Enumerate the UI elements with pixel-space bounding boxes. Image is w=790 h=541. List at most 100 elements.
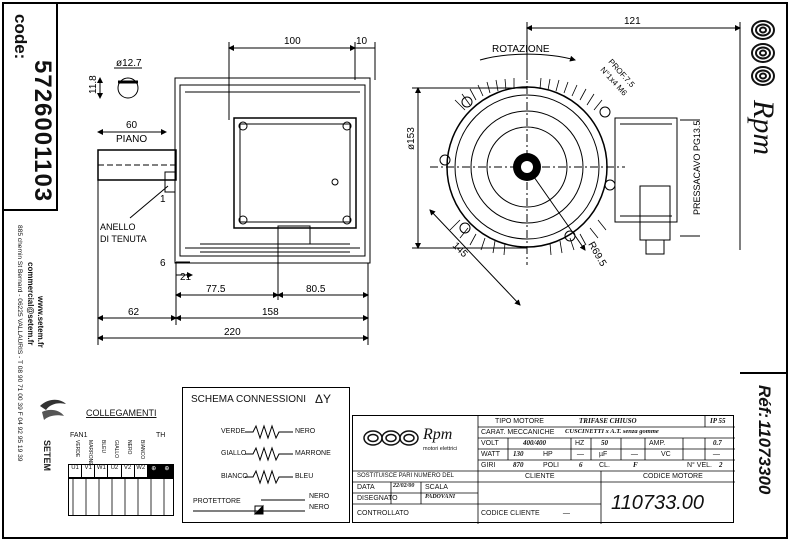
wire-marrone: MARRONE bbox=[87, 440, 93, 466]
giri-label: GIRI bbox=[481, 462, 496, 469]
schema-right-2: MARRONE bbox=[295, 450, 331, 457]
volt-value: 400/400 bbox=[523, 439, 546, 447]
terminal-th1: ⊕ bbox=[147, 465, 161, 477]
poli-label: POLI bbox=[543, 462, 559, 469]
carat-value: CUSCINETTI x A.T. senza gomme bbox=[565, 428, 659, 435]
controllato-label: CONTROLLATO bbox=[357, 510, 409, 517]
cl-value: F bbox=[633, 461, 638, 469]
tipo-motore-label: TIPO MOTORE bbox=[495, 418, 544, 425]
data-label: DATA bbox=[357, 484, 375, 491]
dim-145: 145 bbox=[450, 240, 470, 260]
schema-connessioni: SCHEMA CONNESSIONI ΔY VERDE GIALLO BIANC… bbox=[182, 387, 350, 523]
dim-10: 10 bbox=[356, 36, 368, 47]
scala-label: SCALA bbox=[425, 484, 448, 491]
dim-220: 220 bbox=[224, 327, 241, 338]
wire-nero: NERO bbox=[126, 440, 132, 455]
terminal-block bbox=[68, 478, 174, 516]
title-block: Rpm motori elettrici TIPO MOTORE TRIFASE… bbox=[352, 415, 735, 524]
volt-label: VOLT bbox=[481, 440, 499, 447]
cliente-label: CLIENTE bbox=[525, 473, 555, 480]
uf-value: — bbox=[631, 450, 638, 458]
label-anello-2: DI TENUTA bbox=[100, 234, 147, 244]
dim-6: 6 bbox=[160, 258, 166, 269]
data-value: 22/02/00 bbox=[393, 483, 415, 489]
schema-title: SCHEMA CONNESSIONI bbox=[191, 394, 307, 405]
terminal-th2: ⊕ bbox=[160, 465, 173, 477]
terminal-w2: W2 bbox=[135, 465, 148, 477]
dim-r69-5: R69.5 bbox=[585, 240, 608, 269]
prot-wire-1: NERO bbox=[309, 493, 330, 500]
title-block-grid bbox=[353, 416, 735, 524]
code-box bbox=[4, 4, 58, 211]
label-rotazione: ROTAZIONE bbox=[492, 44, 550, 55]
schema-left-3: BIANCO bbox=[221, 473, 248, 480]
dim-piano: PIANO bbox=[116, 134, 147, 145]
hp-label: HP bbox=[543, 451, 553, 458]
schema-left-1: VERDE bbox=[221, 428, 246, 435]
tb-brand: Rpm bbox=[423, 426, 453, 443]
dim-100: 100 bbox=[284, 36, 301, 47]
dim-11-8: 11.8 bbox=[88, 75, 99, 94]
hp-value: — bbox=[577, 450, 584, 458]
terminal-v2: V2 bbox=[122, 465, 135, 477]
codice-cliente-label: CODICE CLIENTE bbox=[481, 510, 540, 517]
label-pressacavo: PRESSACAVO PG13.5 bbox=[692, 121, 702, 215]
poli-value: 6 bbox=[579, 461, 583, 469]
codice-motore-label: CODICE MOTORE bbox=[643, 473, 703, 480]
tipo-motore-value: TRIFASE CHIUSO bbox=[579, 417, 637, 425]
collegamenti-panel: COLLEGAMENTI FAN1 TH U1 V1 W1 U2 V2 W2 ⊕… bbox=[66, 408, 178, 520]
terminal-u1: U1 bbox=[69, 465, 83, 477]
vc-value: — bbox=[713, 450, 720, 458]
dim-1: 1 bbox=[160, 194, 166, 205]
carat-label: CARAT. MECCANICHE bbox=[481, 429, 555, 436]
schema-right-1: NERO bbox=[295, 428, 316, 435]
giri-value: 870 bbox=[513, 461, 524, 469]
prot-wire-2: NERO bbox=[309, 504, 330, 511]
amp-value: 0.7 bbox=[713, 439, 722, 447]
protettore-label: PROTETTORE bbox=[193, 498, 241, 505]
dim-80-5: 80.5 bbox=[306, 284, 326, 295]
hz-value: 50 bbox=[601, 439, 608, 447]
disegnato-value: PADOVANI bbox=[425, 494, 456, 500]
schema-windings bbox=[193, 424, 305, 515]
vc-label: VC bbox=[661, 451, 671, 458]
fan-label: FAN1 bbox=[70, 432, 88, 439]
wire-giallo: GIALLO bbox=[113, 440, 119, 459]
dim-77-5: 77.5 bbox=[206, 284, 226, 295]
collegamenti-title: COLLEGAMENTI bbox=[86, 408, 157, 418]
terminal-v1: V1 bbox=[82, 465, 96, 477]
amp-label: AMP. bbox=[649, 440, 666, 447]
dim-153: ø153 bbox=[406, 127, 417, 150]
dim-62: 62 bbox=[128, 307, 140, 318]
schema-symbol: ΔY bbox=[315, 392, 332, 406]
terminal-u2: U2 bbox=[108, 465, 122, 477]
disegnato-label: DISEGNATO bbox=[357, 495, 398, 502]
terminal-strip: U1 V1 W1 U2 V2 W2 ⊕ ⊕ bbox=[68, 464, 174, 478]
ip-value: IP 55 bbox=[710, 417, 726, 425]
codice-motore-value: 110733.00 bbox=[611, 492, 705, 514]
uf-label: µF bbox=[599, 451, 608, 458]
watt-label: WATT bbox=[481, 451, 501, 458]
watt-value: 130 bbox=[513, 450, 524, 458]
tb-tagline: motori elettrici bbox=[423, 446, 458, 452]
wire-bianco: BIANCO bbox=[139, 440, 145, 460]
schema-right-3: BLEU bbox=[295, 473, 314, 480]
th-label: TH bbox=[156, 432, 166, 439]
label-anello-1: ANELLO bbox=[100, 222, 136, 232]
wire-labels: VERDE MARRONE BLEU GIALLO NERO BIANCO bbox=[68, 440, 172, 466]
nvel-label: N° VEL. bbox=[687, 462, 712, 469]
terminal-w1: W1 bbox=[95, 465, 109, 477]
dim-shaft-dia: ø12.7 bbox=[116, 58, 142, 69]
codice-cliente-value: — bbox=[563, 509, 570, 517]
ref-divider bbox=[740, 372, 786, 374]
cl-label: CL. bbox=[599, 462, 610, 469]
wire-bleu: BLEU bbox=[100, 440, 106, 454]
dim-121: 121 bbox=[624, 16, 641, 27]
wire-verde: VERDE bbox=[74, 440, 80, 458]
dim-21: 21 bbox=[180, 272, 192, 283]
hz-label: HZ bbox=[575, 440, 585, 447]
schema-left-2: GIALLO bbox=[221, 450, 247, 457]
sostituisce-label: SOSTITUISCE PARI NUMERO DEL bbox=[357, 473, 454, 479]
